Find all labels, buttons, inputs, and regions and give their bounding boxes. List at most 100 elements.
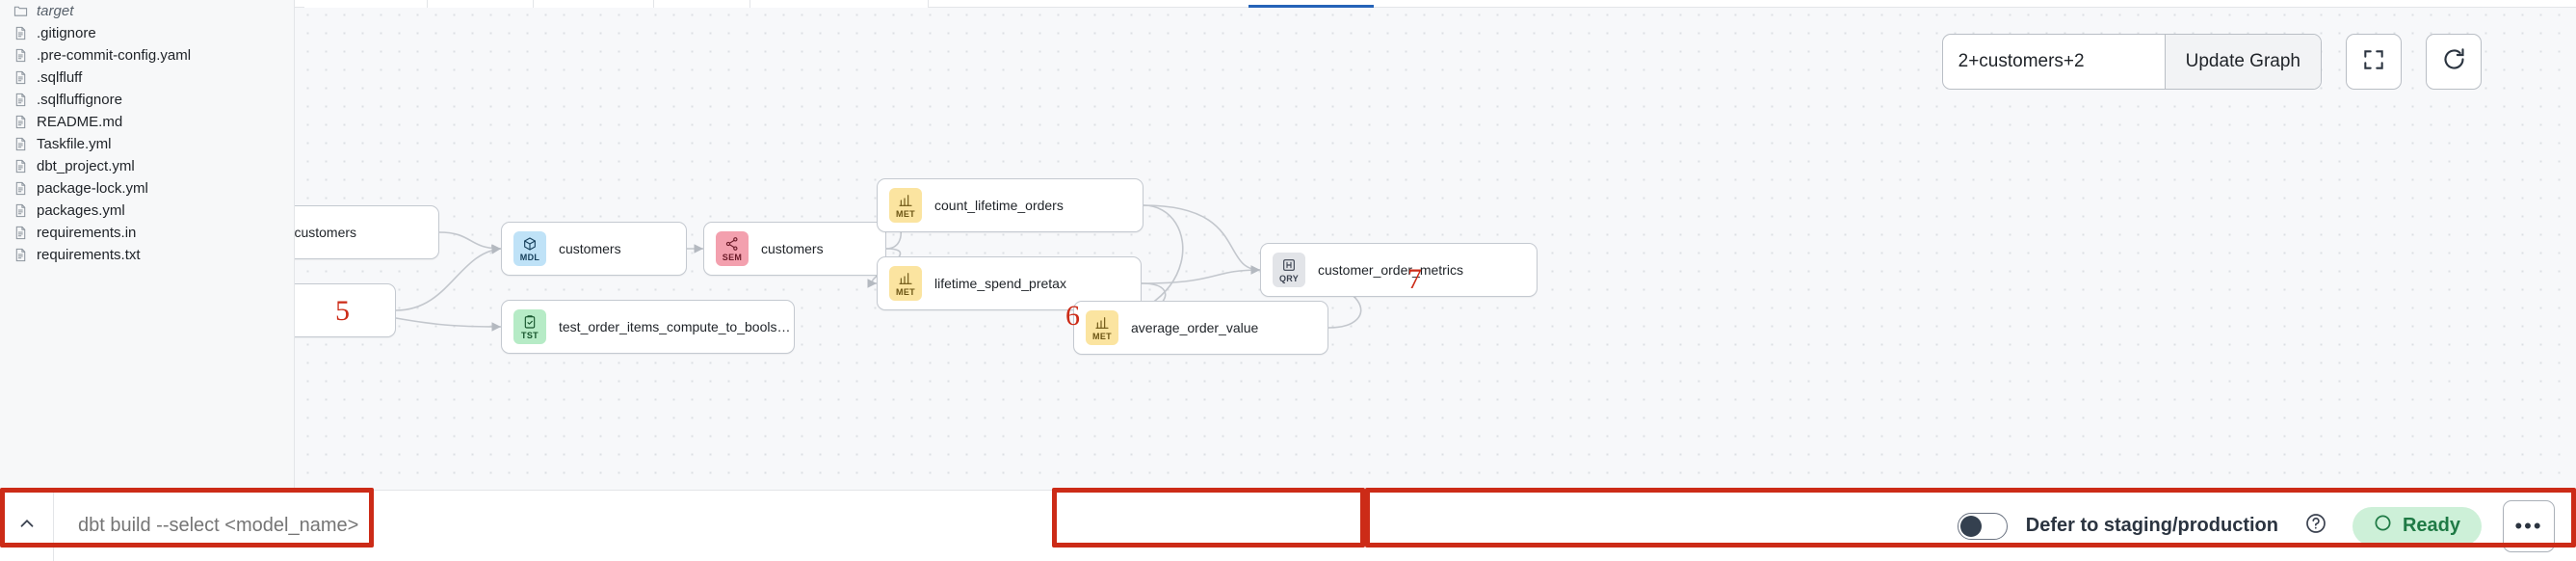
- file-icon: [13, 114, 28, 130]
- file-label: .pre-commit-config.yaml: [37, 47, 192, 64]
- graph-selector-group: Update Graph: [1941, 34, 2322, 90]
- file-row[interactable]: package-lock.yml: [0, 177, 294, 200]
- refresh-icon: [2441, 46, 2467, 77]
- toggle-knob: [1959, 515, 1982, 537]
- file-icon: [13, 225, 28, 241]
- node-kind-badge: MET: [889, 188, 922, 223]
- file-row[interactable]: .pre-commit-config.yaml: [0, 44, 294, 67]
- node-kind-badge: MDL: [513, 231, 546, 266]
- file-row[interactable]: .sqlfluffignore: [0, 89, 294, 111]
- file-row[interactable]: .gitignore: [0, 22, 294, 44]
- file-label: .sqlfluffignore: [37, 92, 122, 108]
- update-graph-button[interactable]: Update Graph: [2164, 35, 2321, 89]
- file-row[interactable]: .sqlfluff: [0, 67, 294, 89]
- editor-tab-active[interactable]: [1249, 0, 1374, 8]
- bar-chart-icon: [1094, 315, 1110, 331]
- node-label: customers: [559, 241, 621, 256]
- cube-icon: [522, 236, 538, 252]
- file-row[interactable]: README.md: [0, 111, 294, 133]
- node-kind-label: MET: [1092, 331, 1112, 341]
- file-label: package-lock.yml: [37, 180, 148, 197]
- editor-tab-2[interactable]: [428, 0, 534, 8]
- graph-node[interactable]: stg_customers: [295, 205, 439, 259]
- node-kind-badge: QRY: [1273, 253, 1305, 287]
- defer-toggle[interactable]: [1957, 512, 2008, 540]
- file-icon: [13, 202, 28, 219]
- file-row[interactable]: target: [0, 0, 294, 22]
- query-icon: [1281, 257, 1297, 273]
- node-kind-label: TST: [521, 330, 539, 340]
- status-bar-right: Defer to staging/production Ready: [1890, 491, 2576, 561]
- node-label: test_order_items_compute_to_bools…: [559, 319, 791, 334]
- fullscreen-icon: [2361, 47, 2386, 77]
- graph-selector-input[interactable]: [1942, 35, 2165, 89]
- status-badge: Ready: [2352, 506, 2482, 546]
- bar-chart-icon: [898, 193, 913, 208]
- clipboard-check-icon: [522, 314, 538, 330]
- file-row[interactable]: packages.yml: [0, 200, 294, 222]
- graph-toolbar: Update Graph: [1941, 34, 2482, 90]
- editor-tab-3[interactable]: [534, 0, 654, 8]
- node-kind-badge: SEM: [716, 231, 749, 266]
- file-label: .gitignore: [37, 25, 96, 41]
- refresh-button[interactable]: [2426, 34, 2482, 90]
- graph-node[interactable]: MET count_lifetime_orders: [877, 178, 1143, 232]
- graph-node[interactable]: QRY customer_order_metrics: [1260, 243, 1538, 297]
- help-circle-icon[interactable]: [2304, 512, 2327, 540]
- file-label: target: [37, 3, 74, 19]
- editor-tab-strip: [295, 0, 2576, 8]
- node-label: count_lifetime_orders: [934, 198, 1064, 213]
- editor-tab-4[interactable]: [654, 0, 750, 8]
- node-kind-badge: MET: [889, 266, 922, 301]
- file-icon: [13, 69, 28, 86]
- editor-tab-1[interactable]: [304, 0, 428, 8]
- file-row[interactable]: requirements.in: [0, 222, 294, 244]
- graph-node[interactable]: MDL customers: [501, 222, 687, 276]
- file-icon: [13, 158, 28, 174]
- file-explorer-sidebar: target .gitignore .pre-commit-config.yaml.…: [0, 0, 295, 490]
- node-label: stg_customers: [295, 225, 357, 240]
- file-icon: [13, 180, 28, 197]
- chevron-up-icon: [16, 513, 38, 540]
- graph-node[interactable]: TST test_order_items_compute_to_bools…: [501, 300, 795, 354]
- status-label: Ready: [2402, 515, 2460, 536]
- file-row[interactable]: dbt_project.yml: [0, 155, 294, 177]
- graph-node[interactable]: MET average_order_value: [1073, 301, 1328, 355]
- share-nodes-icon: [724, 236, 740, 252]
- file-label: requirements.in: [37, 225, 137, 241]
- node-label: customer_order_metrics: [1318, 262, 1463, 278]
- ellipsis-icon: •••: [2514, 513, 2543, 538]
- node-kind-label: MET: [896, 208, 915, 219]
- bar-chart-icon: [898, 271, 913, 286]
- file-icon: [13, 47, 28, 64]
- node-label: customers: [761, 241, 824, 256]
- node-label: lifetime_spend_pretax: [934, 276, 1066, 291]
- expand-console-button[interactable]: [0, 490, 54, 561]
- node-kind-label: MET: [896, 286, 915, 297]
- node-kind-badge: MET: [1086, 310, 1118, 345]
- defer-control-group: Defer to staging/production: [1890, 512, 2353, 540]
- file-row[interactable]: requirements.txt: [0, 244, 294, 266]
- file-row[interactable]: Taskfile.yml: [0, 133, 294, 155]
- node-label: average_order_value: [1131, 320, 1259, 335]
- file-label: .sqlfluff: [37, 69, 83, 86]
- file-label: README.md: [37, 114, 123, 130]
- file-icon: [13, 92, 28, 108]
- graph-node[interactable]: orders: [295, 283, 396, 337]
- fullscreen-button[interactable]: [2346, 34, 2402, 90]
- file-tree: target .gitignore .pre-commit-config.yaml.…: [0, 0, 294, 266]
- more-options-button[interactable]: •••: [2503, 499, 2555, 552]
- file-label: dbt_project.yml: [37, 158, 135, 174]
- file-label: packages.yml: [37, 202, 125, 219]
- folder-icon: [13, 3, 28, 19]
- node-kind-label: QRY: [1278, 273, 1300, 283]
- graph-node[interactable]: SEM customers: [703, 222, 886, 276]
- file-icon: [13, 136, 28, 152]
- status-bar: Defer to staging/production Ready: [0, 490, 2576, 561]
- file-label: requirements.txt: [37, 247, 141, 263]
- dbt-command-input[interactable]: [54, 515, 372, 537]
- editor-tab-5[interactable]: [750, 0, 929, 8]
- node-kind-label: SEM: [722, 252, 743, 262]
- node-kind-badge: TST: [513, 309, 546, 344]
